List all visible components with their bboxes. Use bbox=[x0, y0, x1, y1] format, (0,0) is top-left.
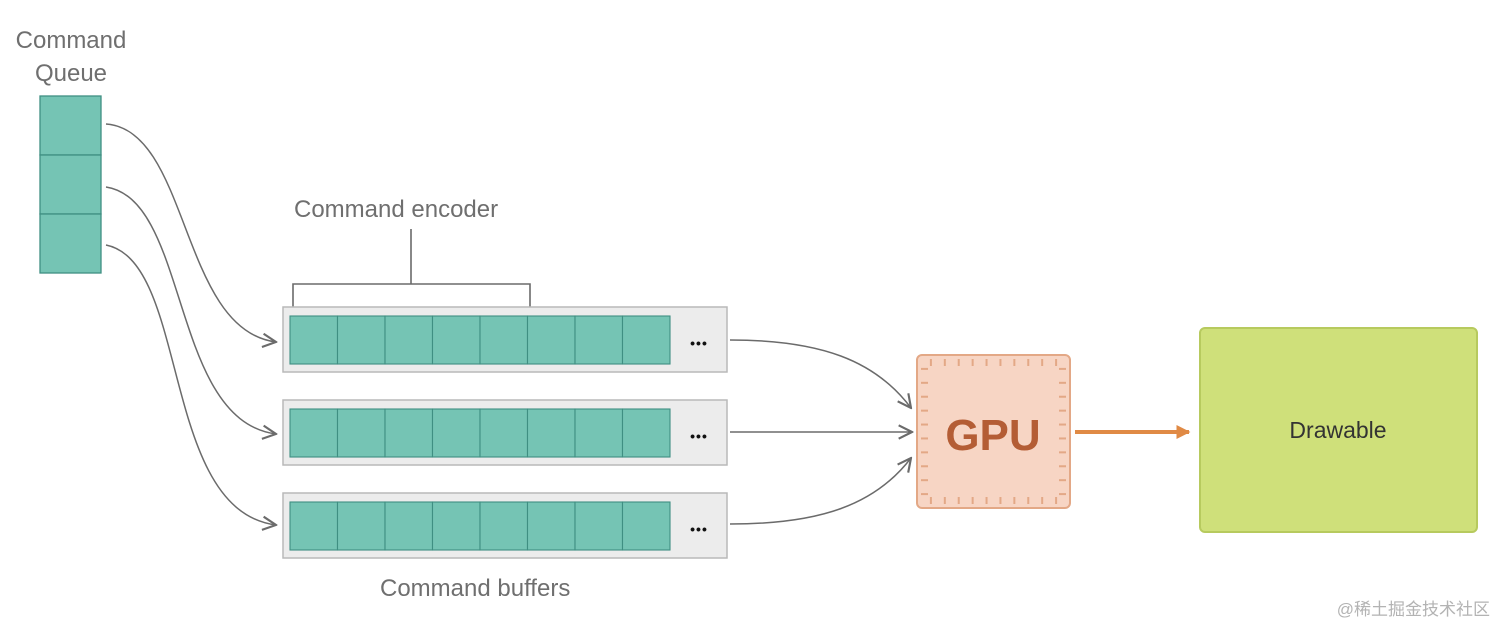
command-cell bbox=[336, 315, 386, 365]
buffer-3-to-gpu-arrow-icon bbox=[729, 458, 911, 525]
command-cell bbox=[526, 315, 576, 365]
queue-to-buffer-1-arrow-icon bbox=[105, 123, 276, 342]
command-cell bbox=[384, 408, 434, 458]
command-cell bbox=[574, 501, 624, 551]
drawable-box: Drawable bbox=[1199, 327, 1478, 533]
gpu-label: GPU bbox=[945, 411, 1040, 460]
buffer-to-gpu-connectors bbox=[729, 339, 912, 525]
command-cell bbox=[621, 501, 671, 551]
queue-slot-1 bbox=[39, 95, 102, 156]
command-cell bbox=[431, 408, 481, 458]
command-buffers: ••• ••• ••• bbox=[282, 306, 728, 559]
command-cell bbox=[431, 315, 481, 365]
drawable-rect bbox=[1199, 327, 1478, 533]
command-cell bbox=[479, 501, 529, 551]
buffer-1-to-gpu-arrow-icon bbox=[729, 339, 911, 408]
command-cell bbox=[574, 315, 624, 365]
command-encoder-label: Command encoder bbox=[294, 196, 499, 223]
command-cell bbox=[621, 408, 671, 458]
watermark: @稀土掘金技术社区 bbox=[1336, 600, 1490, 619]
command-queue-title-line2: Queue bbox=[34, 60, 108, 87]
gpu-chip-pins bbox=[921, 359, 1066, 504]
command-buffer-3: ••• bbox=[282, 492, 728, 559]
gpu-chip-icon bbox=[916, 354, 1071, 509]
command-cell bbox=[384, 315, 434, 365]
command-queue-title: Command Queue bbox=[0, 24, 142, 90]
ellipsis-icon: ••• bbox=[690, 335, 708, 351]
command-cell bbox=[431, 501, 481, 551]
drawable-label: Drawable bbox=[1289, 417, 1386, 443]
command-buffer-2: ••• bbox=[282, 399, 728, 466]
queue-to-buffer-3-arrow-icon bbox=[105, 244, 276, 525]
command-cell bbox=[526, 501, 576, 551]
command-cell bbox=[479, 315, 529, 365]
command-cell bbox=[289, 408, 339, 458]
command-buffer-1: ••• bbox=[282, 306, 728, 373]
command-encoder-bracket bbox=[292, 229, 531, 312]
command-cell bbox=[336, 501, 386, 551]
command-queue-title-line1: Command bbox=[15, 27, 127, 54]
command-cell bbox=[289, 501, 339, 551]
command-cell bbox=[336, 408, 386, 458]
gpu-chip: GPU bbox=[916, 354, 1071, 509]
queue-to-buffer-connectors bbox=[105, 123, 276, 525]
ellipsis-icon: ••• bbox=[690, 428, 708, 444]
queue-to-buffer-2-arrow-icon bbox=[105, 186, 276, 434]
command-cell bbox=[289, 315, 339, 365]
queue-slot-2 bbox=[39, 154, 102, 215]
command-cell bbox=[384, 501, 434, 551]
command-queue bbox=[39, 95, 102, 274]
ellipsis-icon: ••• bbox=[690, 521, 708, 537]
command-cell bbox=[621, 315, 671, 365]
command-buffers-label: Command buffers bbox=[380, 575, 571, 602]
command-cell bbox=[526, 408, 576, 458]
command-cell bbox=[479, 408, 529, 458]
queue-slot-3 bbox=[39, 213, 102, 274]
command-cell bbox=[574, 408, 624, 458]
